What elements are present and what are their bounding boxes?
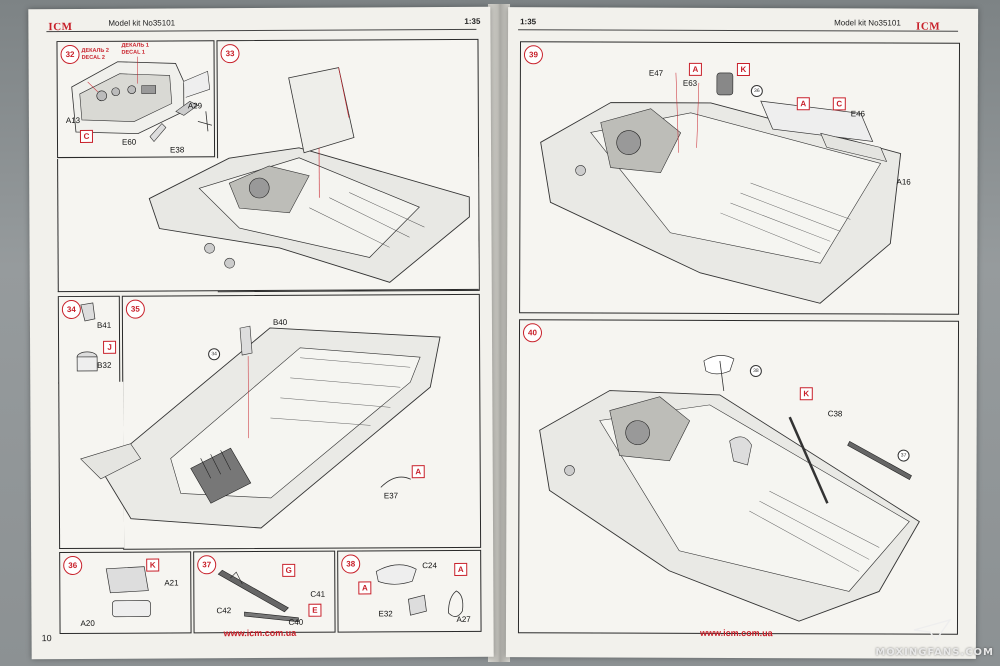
step-38-panel: 38 C24 E32 A27 A A	[337, 549, 482, 633]
page-number: 10	[41, 633, 52, 644]
part-label: E46	[850, 109, 866, 119]
part-label: A16	[896, 177, 911, 187]
sub-step-ref: 38	[749, 365, 762, 378]
header-title: Model kit No35101	[834, 18, 901, 28]
color-code-box: C	[79, 129, 94, 143]
color-code-box: K	[146, 558, 160, 572]
sub-step-ref: 37	[897, 449, 910, 462]
footer-url: www.icm.com.ua	[223, 627, 297, 639]
watermark-text: MOXINGFANS.COM	[875, 647, 994, 658]
color-code-box: A	[358, 581, 372, 595]
part-label: C41	[310, 589, 326, 599]
machine-gun-drawing	[217, 569, 299, 623]
part-label: A20	[80, 618, 95, 628]
header-rule	[46, 28, 477, 33]
step-34-panel: 34 B41 B32 J	[57, 295, 121, 385]
vehicle-hull-drawing-39	[540, 72, 902, 304]
color-code-box: C	[832, 97, 846, 111]
header-scale: 1:35	[464, 16, 481, 26]
color-code-box: K	[799, 387, 813, 401]
color-code-box: A	[796, 97, 810, 111]
booklet-spine	[488, 4, 510, 662]
color-code-box: A	[688, 62, 702, 76]
footer-url: www.icm.com.ua	[699, 627, 773, 639]
header-title: Model kit No35101	[108, 18, 176, 28]
color-code-box: A	[454, 562, 468, 576]
paper-plane-icon	[913, 618, 952, 642]
part-label: E63	[682, 78, 698, 88]
part-label: E60	[121, 137, 137, 147]
color-code-box: E	[308, 603, 322, 617]
part-label: E32	[378, 609, 393, 619]
step-38-drawing	[375, 564, 464, 617]
part-label: C42	[216, 606, 232, 616]
step-36-drawing	[105, 566, 151, 618]
part-label: C38	[827, 409, 843, 419]
part-label: A21	[164, 578, 179, 588]
step-34-drawing	[76, 302, 98, 372]
color-code-box: K	[736, 62, 750, 77]
step-37-panel: 37 G E C41 C42 C40	[193, 550, 336, 634]
step-39-panel: 39 E47 E63 E46 A16 A K A C 36	[519, 41, 961, 315]
part-label: A13	[65, 115, 81, 126]
dashboard-drawing	[71, 56, 213, 143]
header-rule	[518, 29, 959, 32]
header-scale: 1:35	[520, 17, 537, 27]
right-page: 1:35 Model kit No35101 ICM 39 E47 E63 E4…	[505, 7, 979, 659]
vehicle-hull-drawing-35	[80, 325, 441, 529]
step-40-panel: 40 38 37 K C38	[517, 319, 960, 635]
vehicle-hull-drawing-40	[539, 355, 920, 622]
part-label: C40	[288, 617, 304, 627]
part-label: E47	[648, 68, 664, 78]
step-36-panel: 36 K A21 A20	[59, 551, 192, 635]
color-code-box: G	[282, 563, 296, 577]
sub-step-ref: 36	[750, 85, 763, 98]
vehicle-hull-drawing-33	[148, 67, 470, 283]
part-label: A27	[456, 614, 471, 624]
part-label: C24	[422, 561, 437, 571]
